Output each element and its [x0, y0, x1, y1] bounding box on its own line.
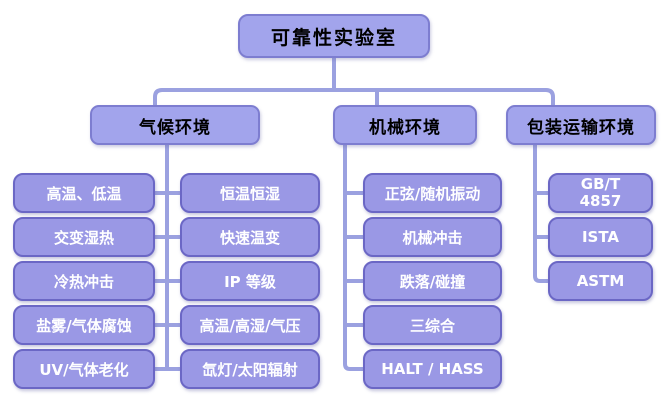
node-constant-temp-humidity: 恒温恒湿 — [180, 173, 320, 213]
node-xenon-solar-radiation: 氙灯/太阳辐射 — [180, 349, 320, 389]
node-drop-impact: 跌落/碰撞 — [363, 261, 502, 301]
node-uv-gas-aging: UV/气体老化 — [13, 349, 155, 389]
node-gbt-4857: GB/T 4857 — [548, 173, 653, 213]
node-salt-spray-gas-corrosion: 盐雾/气体腐蚀 — [13, 305, 155, 345]
node-ista: ISTA — [548, 217, 653, 257]
node-sine-random-vibration: 正弦/随机振动 — [363, 173, 502, 213]
node-high-low-temp: 高温、低温 — [13, 173, 155, 213]
node-ip-rating: IP 等级 — [180, 261, 320, 301]
node-astm: ASTM — [548, 261, 653, 301]
node-halt-hass: HALT / HASS — [363, 349, 502, 389]
node-alternating-damp-heat: 交变湿热 — [13, 217, 155, 257]
node-thermal-shock: 冷热冲击 — [13, 261, 155, 301]
node-triple-combined: 三综合 — [363, 305, 502, 345]
node-climate-env: 气候环境 — [90, 105, 260, 145]
node-high-temp-humidity-pressure: 高温/高湿/气压 — [180, 305, 320, 345]
node-mechanical-env: 机械环境 — [333, 105, 477, 145]
node-packaging-env: 包装运输环境 — [506, 105, 656, 145]
node-root: 可靠性实验室 — [238, 14, 430, 58]
root-rail-connector — [153, 56, 555, 107]
climate-branch-connector — [150, 143, 185, 371]
node-rapid-temp-change: 快速温变 — [180, 217, 320, 257]
mechanical-branch-connector — [343, 143, 370, 371]
node-mechanical-shock: 机械冲击 — [363, 217, 502, 257]
packaging-branch-connector — [533, 143, 555, 283]
